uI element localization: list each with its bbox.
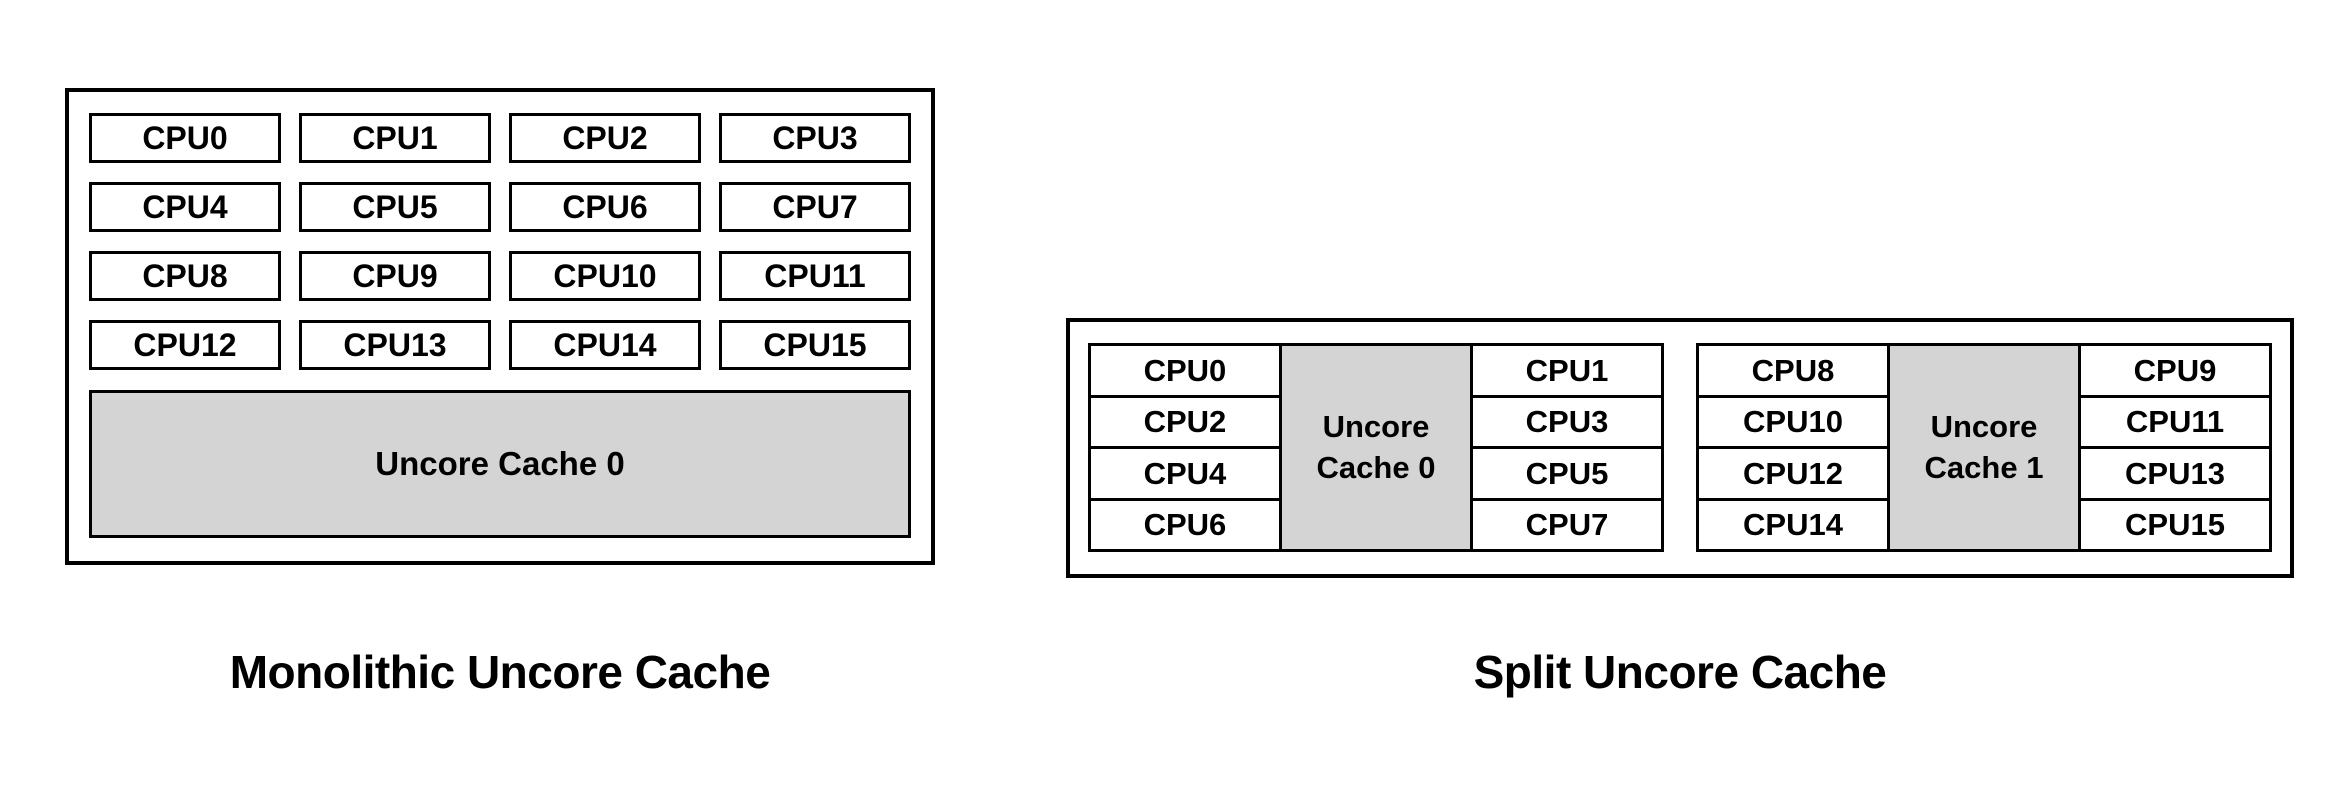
split-diagram: CPU0 Uncore Cache 0 CPU1 CPU2 CPU3 CPU4 … [1066, 318, 2294, 578]
uncore-cache-0-cell: Uncore Cache 0 [1278, 343, 1474, 552]
split-group-0-table: CPU0 Uncore Cache 0 CPU1 CPU2 CPU3 CPU4 … [1088, 343, 1664, 552]
cpu-cell: CPU11 [2078, 394, 2272, 449]
cpu-cell: CPU8 [1696, 343, 1890, 398]
split-caption: Split Uncore Cache [1473, 646, 1887, 698]
cpu-cell: CPU12 [1696, 446, 1890, 501]
cpu-box: CPU1 [299, 113, 491, 163]
cpu-box: CPU13 [299, 320, 491, 370]
split-group-1-table: CPU8 Uncore Cache 1 CPU9 CPU10 CPU11 CPU… [1696, 343, 2272, 552]
uncore-cache-1-cell: Uncore Cache 1 [1886, 343, 2082, 552]
cpu-box: CPU2 [509, 113, 701, 163]
cpu-box: CPU11 [719, 251, 911, 301]
cpu-box: CPU4 [89, 182, 281, 232]
cpu-box: CPU3 [719, 113, 911, 163]
cpu-box: CPU14 [509, 320, 701, 370]
cpu-box: CPU6 [509, 182, 701, 232]
monolithic-diagram: CPU0 CPU1 CPU2 CPU3 CPU4 CPU5 CPU6 CPU7 … [65, 88, 935, 565]
monolithic-cpu-grid: CPU0 CPU1 CPU2 CPU3 CPU4 CPU5 CPU6 CPU7 … [69, 92, 931, 370]
cpu-cell: CPU9 [2078, 343, 2272, 398]
cpu-cell: CPU13 [2078, 446, 2272, 501]
cpu-cell: CPU3 [1470, 394, 1664, 449]
cpu-box: CPU5 [299, 182, 491, 232]
cpu-cell: CPU7 [1470, 497, 1664, 552]
cpu-box: CPU7 [719, 182, 911, 232]
cpu-box: CPU10 [509, 251, 701, 301]
cpu-box: CPU15 [719, 320, 911, 370]
cpu-box: CPU9 [299, 251, 491, 301]
cpu-cell: CPU6 [1088, 497, 1282, 552]
uncore-cache-0-label: Uncore Cache 0 [1316, 408, 1436, 485]
uncore-cache-1-label: Uncore Cache 1 [1924, 408, 2044, 485]
cpu-cell: CPU0 [1088, 343, 1282, 398]
cpu-cell: CPU14 [1696, 497, 1890, 552]
cpu-box: CPU0 [89, 113, 281, 163]
uncore-cache-0-box: Uncore Cache 0 [89, 390, 911, 538]
cpu-cell: CPU4 [1088, 446, 1282, 501]
monolithic-caption: Monolithic Uncore Cache [229, 646, 771, 698]
cpu-cell: CPU1 [1470, 343, 1664, 398]
cpu-cell: CPU5 [1470, 446, 1664, 501]
cpu-cell: CPU15 [2078, 497, 2272, 552]
cpu-box: CPU8 [89, 251, 281, 301]
cpu-cell: CPU10 [1696, 394, 1890, 449]
cpu-box: CPU12 [89, 320, 281, 370]
cpu-cell: CPU2 [1088, 394, 1282, 449]
